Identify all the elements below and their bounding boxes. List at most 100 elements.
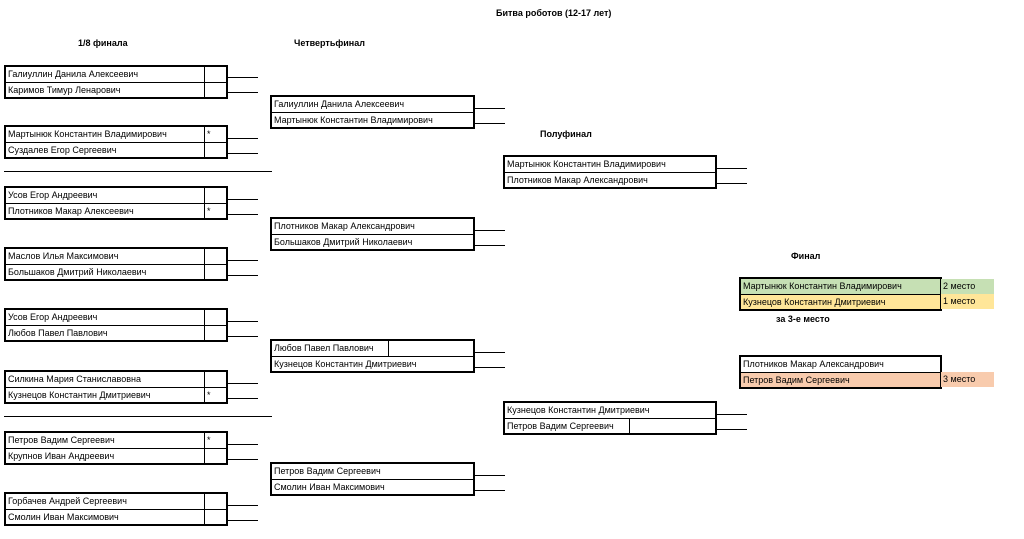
r16-match-7: Петров Вадим Сергеевич * Крупнов Иван Анд… (4, 431, 228, 465)
connector-line (228, 336, 258, 337)
participant-row: Галиуллин Данила Алексеевич (6, 67, 226, 82)
connector-line (228, 153, 258, 154)
result-mark (204, 67, 226, 82)
result-mark (204, 326, 226, 340)
participant-row: Смолин Иван Максимович (272, 479, 473, 494)
connector-line (228, 214, 258, 215)
participant-row: Усов Егор Андреевич (6, 310, 226, 325)
connector-line (475, 367, 505, 368)
result-mark (204, 265, 226, 279)
participant-row: Кузнецов Константин Дмитриевич (741, 294, 940, 309)
participant-row: Каримов Тимур Ленарович (6, 82, 226, 97)
result-mark: * (204, 433, 226, 448)
result-mark (204, 188, 226, 203)
qf-match-4: Петров Вадим Сергеевич Смолин Иван Макси… (270, 462, 475, 496)
result-mark (204, 143, 226, 157)
participant-name: Кузнецов Константин Дмитриевич (743, 297, 886, 307)
participant-name: Петров Вадим Сергеевич (743, 375, 850, 385)
participant-name: Крупнов Иван Андреевич (8, 451, 115, 461)
participant-name: Кузнецов Константин Дмитриевич (507, 405, 650, 415)
divider-line (4, 171, 272, 172)
connector-line (475, 108, 505, 109)
participant-row: Горбачев Андрей Сергеевич (6, 494, 226, 509)
round-header-final: Финал (791, 251, 821, 261)
participant-row: Большаков Дмитрий Николаевич (6, 264, 226, 279)
participant-row: Любов Павел Павлович (272, 341, 473, 356)
participant-name: Плотников Макар Александрович (507, 175, 648, 185)
participant-name: Мартынюк Константин Владимирович (743, 281, 902, 291)
sf-match-2: Кузнецов Константин Дмитриевич Петров Ва… (503, 401, 717, 435)
participant-row: Плотников Макар Александрович (505, 172, 715, 187)
connector-line (717, 183, 747, 184)
result-mark (204, 510, 226, 524)
connector-line (475, 490, 505, 491)
connector-line (475, 123, 505, 124)
participant-name: Галиуллин Данила Алексеевич (8, 69, 139, 79)
participant-name: Маслов Илья Максимович (8, 251, 119, 261)
connector-line (228, 398, 258, 399)
final-place-1: 2 место (941, 279, 994, 294)
participant-name: Мартынюк Константин Владимирович (507, 159, 666, 169)
connector-line (228, 199, 258, 200)
participant-name: Силкина Мария Станиславовна (8, 374, 141, 384)
connector-line (228, 444, 258, 445)
result-mark (388, 341, 473, 356)
participant-row: Плотников Макар Алексеевич* (6, 203, 226, 218)
participant-row: Мартынюк Константин Владимирович (741, 279, 940, 294)
participant-row: Кузнецов Константин Дмитриевич* (6, 387, 226, 402)
participant-name: Плотников Макар Александрович (274, 221, 415, 231)
connector-line (228, 321, 258, 322)
connector-line (228, 92, 258, 93)
connector-line (228, 77, 258, 78)
participant-name: Кузнецов Константин Дмитриевич (8, 390, 151, 400)
qf-match-3: Любов Павел Павлович Кузнецов Константин… (270, 339, 475, 373)
connector-line (228, 383, 258, 384)
round-header-r16: 1/8 финала (78, 38, 128, 48)
participant-name: Усов Егор Андреевич (8, 190, 98, 200)
round-header-third: за 3-е место (776, 314, 830, 324)
participant-row: Суздалев Егор Сергеевич (6, 142, 226, 157)
participant-name: Большаков Дмитрий Николаевич (8, 267, 147, 277)
participant-name: Смолин Иван Максимович (274, 482, 385, 492)
participant-name: Кузнецов Константин Дмитриевич (274, 359, 417, 369)
divider-line (4, 416, 272, 417)
participant-row: Плотников Макар Александрович (272, 219, 473, 234)
r16-match-6: Силкина Мария Станиславовна Кузнецов Кон… (4, 370, 228, 404)
participant-row: Большаков Дмитрий Николаевич (272, 234, 473, 249)
result-mark (204, 83, 226, 97)
round-header-qf: Четвертьфинал (294, 38, 365, 48)
connector-line (475, 245, 505, 246)
participant-name: Петров Вадим Сергеевич (274, 466, 381, 476)
participant-name: Мартынюк Константин Владимирович (274, 115, 433, 125)
participant-name: Большаков Дмитрий Николаевич (274, 237, 413, 247)
qf-match-1: Галиуллин Данила Алексеевич Мартынюк Кон… (270, 95, 475, 129)
final-match: Мартынюк Константин Владимирович Кузнецо… (739, 277, 942, 311)
participant-name: Петров Вадим Сергеевич (507, 421, 614, 431)
final-place-2: 1 место (941, 294, 994, 309)
connector-line (475, 475, 505, 476)
qf-match-2: Плотников Макар Александрович Большаков … (270, 217, 475, 251)
third-place-match: Плотников Макар Александрович Петров Вад… (739, 355, 942, 389)
r16-match-5: Усов Егор Андреевич Любов Павел Павлович (4, 308, 228, 342)
participant-name: Галиуллин Данила Алексеевич (274, 99, 405, 109)
participant-row: Мартынюк Константин Владимирович* (6, 127, 226, 142)
page-title: Битва роботов (12-17 лет) (496, 8, 612, 18)
participant-row: Галиуллин Данила Алексеевич (272, 97, 473, 112)
participant-name: Петров Вадим Сергеевич (8, 435, 115, 445)
r16-match-4: Маслов Илья Максимович Большаков Дмитрий… (4, 247, 228, 281)
r16-match-8: Горбачев Андрей Сергеевич Смолин Иван Ма… (4, 492, 228, 526)
connector-line (475, 352, 505, 353)
participant-name: Любов Павел Павлович (8, 328, 108, 338)
connector-line (717, 168, 747, 169)
participant-row: Плотников Макар Александрович (741, 357, 940, 372)
participant-row: Смолин Иван Максимович (6, 509, 226, 524)
participant-name: Усов Егор Андреевич (8, 312, 98, 322)
connector-line (228, 260, 258, 261)
participant-name: Горбачев Андрей Сергеевич (8, 496, 127, 506)
result-mark (204, 310, 226, 325)
round-header-sf: Полуфинал (540, 129, 592, 139)
participant-row: Силкина Мария Станиславовна (6, 372, 226, 387)
result-mark (204, 494, 226, 509)
participant-row: Крупнов Иван Андреевич (6, 448, 226, 463)
participant-name: Любов Павел Павлович (274, 343, 374, 353)
